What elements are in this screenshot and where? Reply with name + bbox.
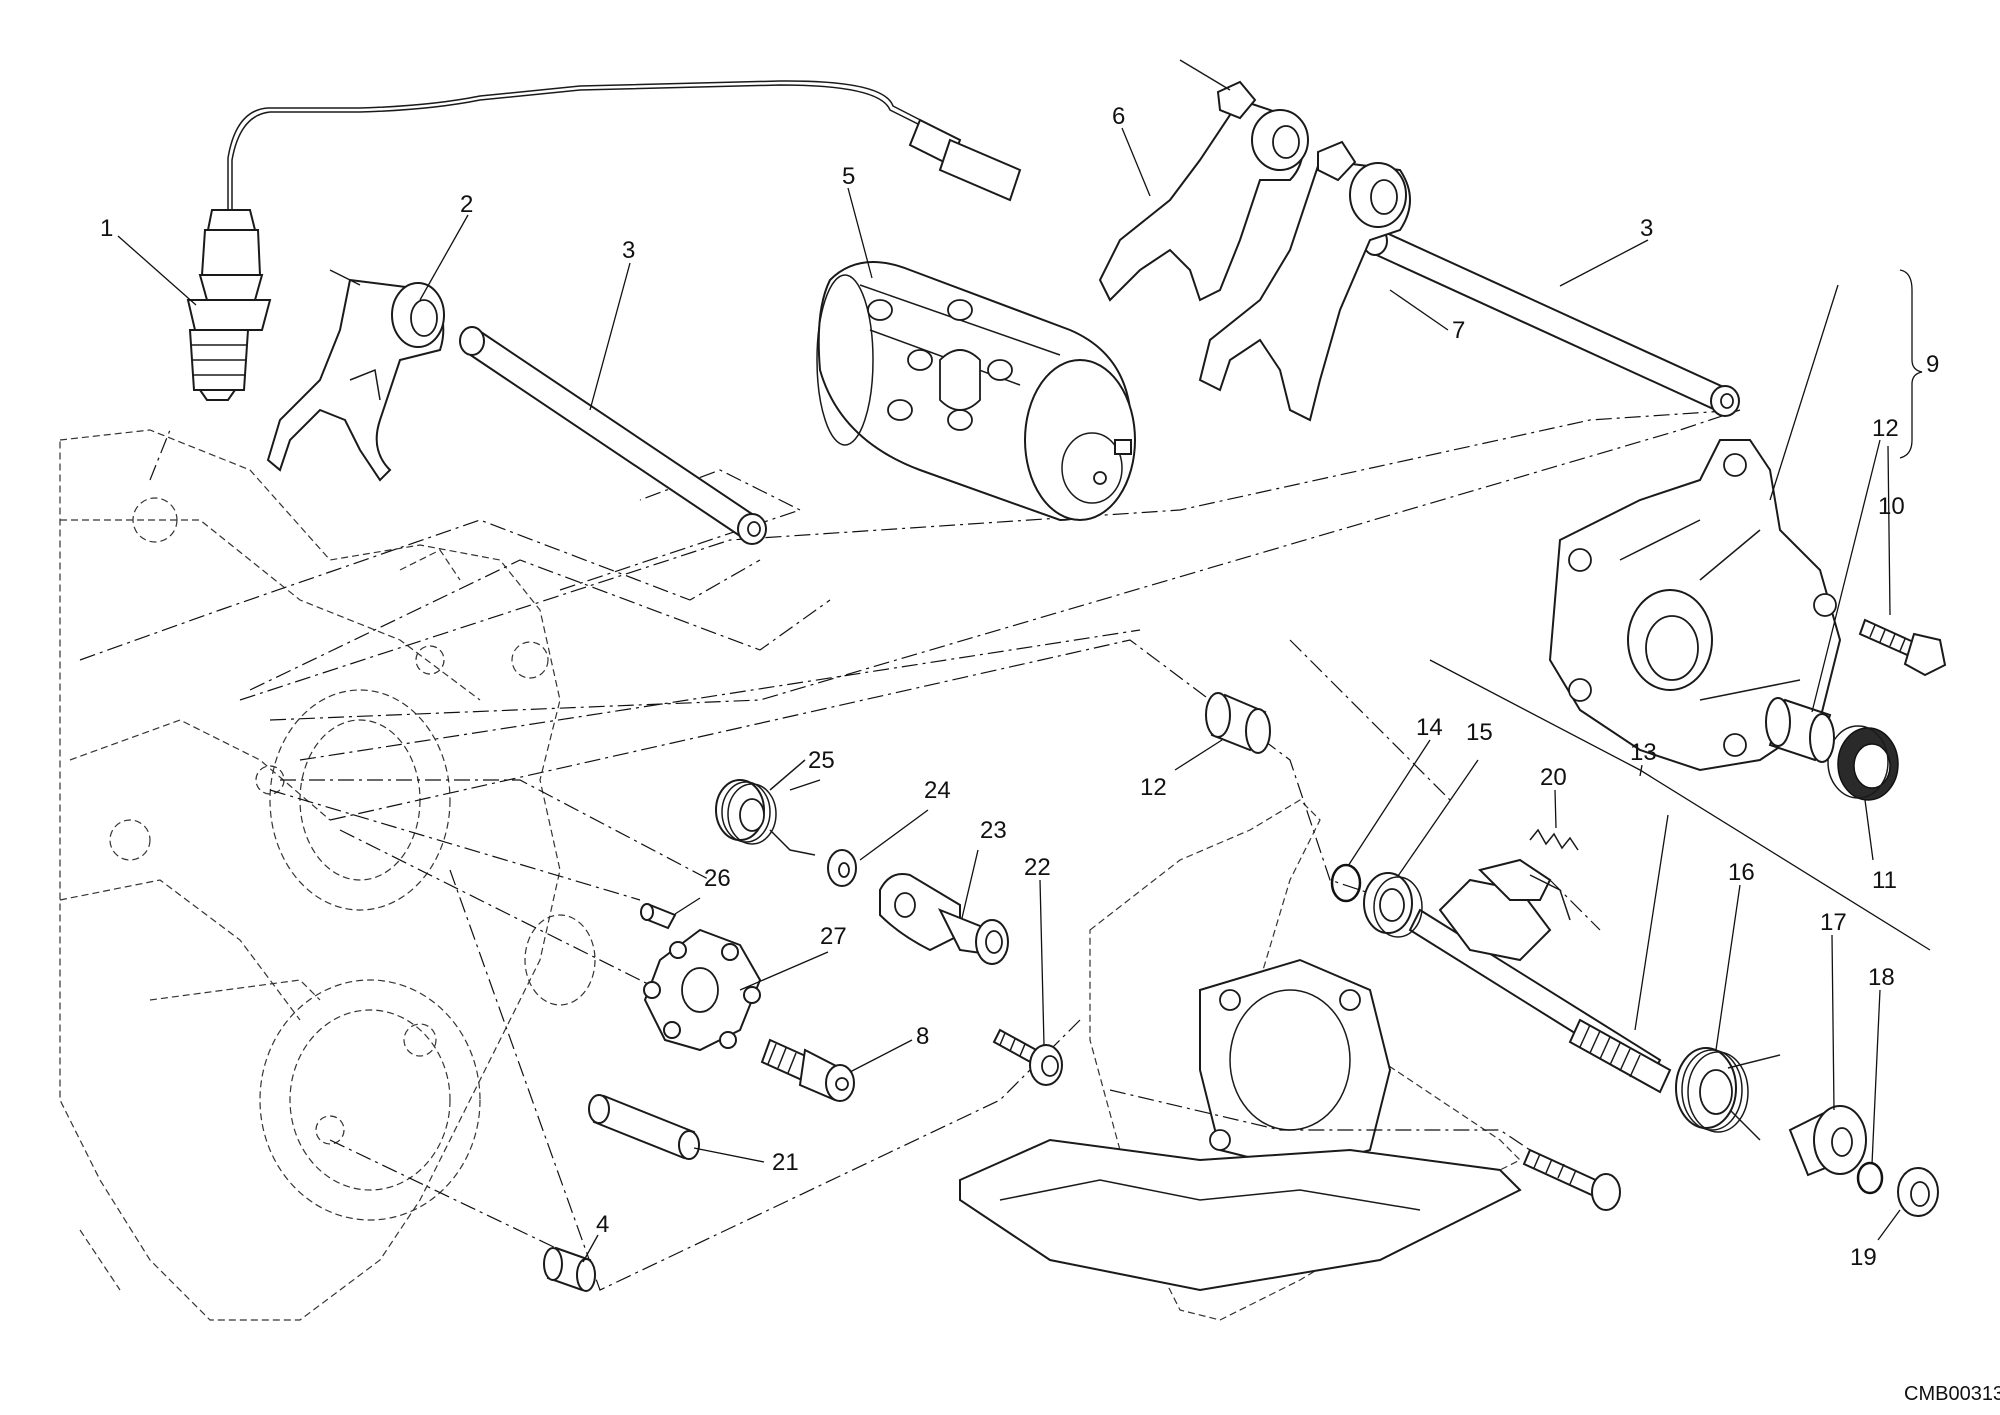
gear-shift-shaft-part-13 (1408, 858, 1672, 1094)
bushing-part-17 (1788, 1105, 1867, 1177)
fork-rod-part-3-right (1362, 226, 1740, 417)
callout-13: 13 (1630, 739, 1657, 766)
bearing-housing-part-9 (1548, 439, 1842, 772)
bolt-part-10 (1858, 618, 1947, 677)
callout-14: 14 (1416, 714, 1443, 741)
group-brackets (1429, 269, 1931, 951)
callout-21: 21 (772, 1149, 799, 1176)
callout-8: 8 (916, 1023, 929, 1050)
callout-12-lower: 12 (1140, 774, 1167, 801)
callout-18: 18 (1868, 964, 1895, 991)
dowel-pin-part-21 (588, 1094, 700, 1160)
callout-3-right: 3 (1640, 215, 1653, 242)
callout-5: 5 (842, 163, 855, 190)
washer-part-19 (1897, 1167, 1939, 1217)
callout-12-upper: 12 (1872, 415, 1899, 442)
leader-lines (117, 127, 1901, 1263)
neutral-sensor-part-1 (186, 80, 1022, 401)
shift-fork-part-2 (266, 269, 445, 482)
callout-26: 26 (704, 865, 731, 892)
circlip-part-18 (1856, 1161, 1884, 1195)
callout-23: 23 (980, 817, 1007, 844)
callout-24: 24 (924, 777, 951, 804)
fork-rod-part-3-left (459, 326, 767, 545)
callout-22: 22 (1024, 854, 1051, 881)
callout-4: 4 (596, 1211, 609, 1238)
torsion-spring-part-25 (715, 759, 816, 856)
bushing-part-12-lower (1205, 692, 1271, 754)
callout-6: 6 (1112, 103, 1125, 130)
callout-27: 27 (820, 923, 847, 950)
bushing-part-4 (543, 1246, 596, 1292)
callout-2: 2 (460, 191, 473, 218)
washer-part-24 (827, 849, 857, 887)
callout-19: 19 (1850, 1244, 1877, 1271)
callout-9: 9 (1926, 351, 1939, 378)
circlip-part-14 (1330, 863, 1362, 903)
crankcase-outline (59, 429, 596, 1321)
star-wheel-part-27 (643, 928, 762, 1052)
selector-drum-part-5 (816, 261, 1136, 522)
callout-7: 7 (1452, 317, 1465, 344)
washer-part-15 (1363, 872, 1423, 938)
callout-10: 10 (1878, 493, 1905, 520)
return-spring-part-16 (1675, 1047, 1781, 1141)
screw-part-22 (992, 1028, 1063, 1086)
callout-labels: 1 2 3 3 4 5 6 7 8 9 10 11 12 12 13 14 15… (100, 103, 1939, 1271)
shift-fork-part-6 (1098, 59, 1309, 302)
small-spring-part-20 (1529, 828, 1579, 851)
callout-16: 16 (1728, 859, 1755, 886)
cover-screw (1522, 1148, 1621, 1211)
screw-part-8 (760, 1038, 855, 1102)
callout-20: 20 (1540, 764, 1567, 791)
diagram-code: CMB00313 (1904, 1383, 2000, 1405)
oil-seal-part-11 (1827, 725, 1899, 801)
pin-part-26 (640, 903, 677, 930)
callout-3-left: 3 (622, 237, 635, 264)
callout-15: 15 (1466, 719, 1493, 746)
assembly-lines (79, 409, 1741, 1291)
callout-25: 25 (808, 747, 835, 774)
callout-11: 11 (1872, 867, 1897, 894)
callout-1: 1 (100, 215, 113, 242)
shift-fork-part-7 (1198, 140, 1411, 422)
gearbox-cover (959, 799, 1522, 1321)
selector-lever-part-23 (879, 873, 1009, 965)
callout-17: 17 (1820, 909, 1847, 936)
bushing-part-12-upper (1765, 697, 1835, 763)
